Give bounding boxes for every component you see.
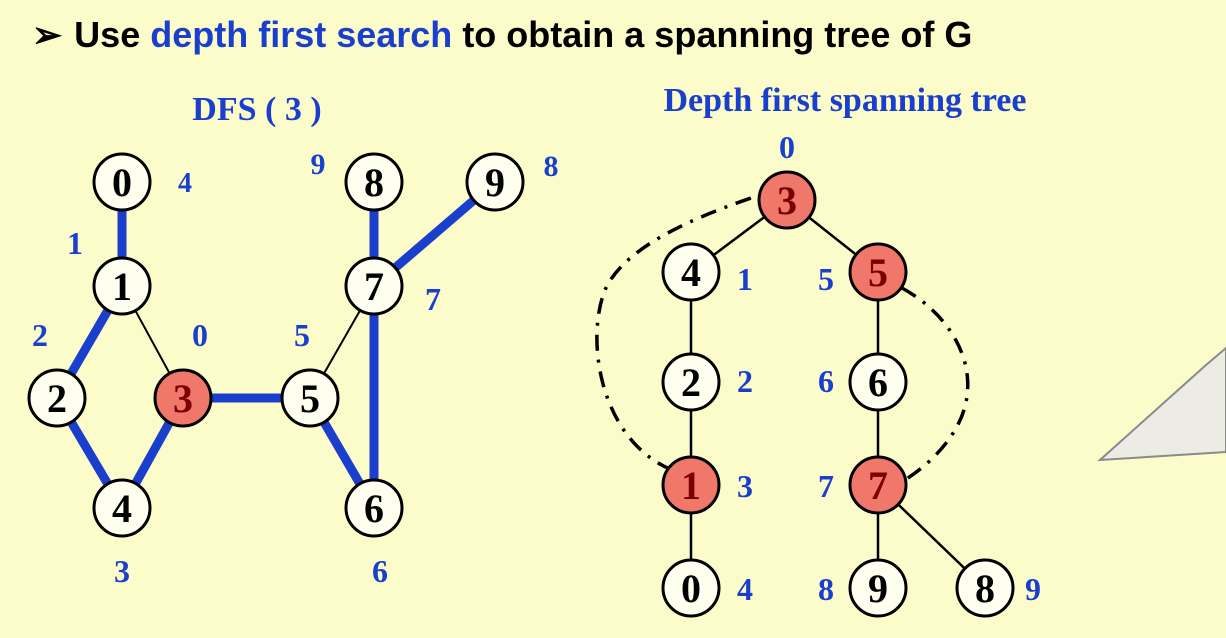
graph-visit-order-label: 1 <box>67 225 83 261</box>
graph-node-0: 0 <box>92 152 152 212</box>
tree-visit-order-label: 4 <box>737 571 753 607</box>
tree-node-circle <box>848 558 908 618</box>
graph-node-label: 5 <box>300 376 320 421</box>
tree-visit-order-label: 1 <box>737 261 753 297</box>
graph-node-4: 4 <box>92 478 152 538</box>
tree-node-0: 0 <box>661 558 721 618</box>
tree-visit-order-label: 0 <box>779 129 795 165</box>
graph-node-circle <box>92 256 152 316</box>
tree-node-label: 1 <box>681 463 701 508</box>
graph-node-label: 4 <box>112 486 132 531</box>
tree-node-label: 7 <box>868 463 888 508</box>
graph-node-circle <box>92 478 152 538</box>
heading-prefix: Use <box>74 14 151 55</box>
graph-node-6: 6 <box>344 478 404 538</box>
graph-node-circle <box>344 256 404 316</box>
graph-visit-order-label: 7 <box>425 281 441 317</box>
tree-node-2: 2 <box>661 352 721 412</box>
tree-visit-order-label: 3 <box>737 468 753 504</box>
tree-node-circle <box>757 170 817 230</box>
graph-node-label: 9 <box>485 160 505 205</box>
tree-node-circle <box>661 558 721 618</box>
tree-node-8: 8 <box>955 558 1015 618</box>
graph-node-7: 7 <box>344 256 404 316</box>
tree-visit-order-label: 6 <box>818 363 834 399</box>
graph-node-1: 1 <box>92 256 152 316</box>
graph-node-circle <box>92 152 152 212</box>
heading-keyword: depth first search <box>150 14 453 55</box>
graph-visit-order-label: 0 <box>192 317 208 353</box>
tree-node-circle <box>955 558 1015 618</box>
tree-visit-order-label: 2 <box>737 363 753 399</box>
graph-node-label: 7 <box>364 264 384 309</box>
graph-node-8: 8 <box>344 152 404 212</box>
heading-suffix: to obtain a spanning tree of G <box>452 14 973 55</box>
tree-node-label: 8 <box>975 566 995 611</box>
graph-node-9: 9 <box>465 152 525 212</box>
tree-node-6: 6 <box>848 352 908 412</box>
tree-node-4: 4 <box>661 242 721 302</box>
graph-node-label: 1 <box>112 264 132 309</box>
back-edge-1-3 <box>595 193 761 472</box>
tree-visit-order-label: 7 <box>818 468 834 504</box>
tree-node-3: 3 <box>757 170 817 230</box>
tree-node-label: 0 <box>681 566 701 611</box>
tree-visit-order-label: 5 <box>818 261 834 297</box>
right-diagram-title: Depth first spanning tree <box>664 82 1027 119</box>
bullet-arrow-icon: ➢ <box>32 14 63 55</box>
graph-node-circle <box>280 368 340 428</box>
graph-node-circle <box>344 478 404 538</box>
tree-node-label: 9 <box>868 566 888 611</box>
graph-node-circle <box>27 368 87 428</box>
tree-node-circle <box>661 352 721 412</box>
tree-visit-order-label: 8 <box>818 571 834 607</box>
back-edge-5-7 <box>901 286 970 482</box>
left-diagram-title: DFS ( 3 ) <box>192 91 321 128</box>
tree-node-circle <box>661 242 721 302</box>
tree-node-circle <box>848 352 908 412</box>
tree-visit-order-label: 9 <box>1025 571 1041 607</box>
tree-node-1: 1 <box>661 455 721 515</box>
graph-visit-order-label: 9 <box>311 148 326 181</box>
tree-node-circle <box>848 455 908 515</box>
graph-node-label: 3 <box>173 376 193 421</box>
tree-node-7: 7 <box>848 455 908 515</box>
graph-node-label: 2 <box>47 376 67 421</box>
graph-node-2: 2 <box>27 368 87 428</box>
graph-node-label: 0 <box>112 160 132 205</box>
tree-node-label: 4 <box>681 250 701 295</box>
graph-visit-order-label: 4 <box>178 168 192 199</box>
graph-node-circle <box>465 152 525 212</box>
tree-node-label: 5 <box>868 250 888 295</box>
graph-visit-order-label: 8 <box>544 150 559 183</box>
slide-heading: ➢ Use depth first search to obtain a span… <box>32 14 972 56</box>
tree-node-label: 2 <box>681 360 701 405</box>
callout-pointer <box>1097 346 1226 462</box>
graph-node-label: 8 <box>364 160 384 205</box>
tree-node-circle <box>848 242 908 302</box>
tree-node-label: 6 <box>868 360 888 405</box>
graph-visit-order-label: 3 <box>114 553 130 589</box>
graph-node-label: 6 <box>364 486 384 531</box>
tree-node-5: 5 <box>848 242 908 302</box>
graph-visit-order-label: 2 <box>32 317 48 353</box>
tree-node-9: 9 <box>848 558 908 618</box>
graph-node-5: 5 <box>280 368 340 428</box>
graph-visit-order-label: 6 <box>372 553 388 589</box>
graph-node-3: 3 <box>153 368 213 428</box>
graph-visit-order-label: 5 <box>294 317 310 353</box>
graph-node-circle <box>153 368 213 428</box>
graph-node-circle <box>344 152 404 212</box>
tree-node-circle <box>661 455 721 515</box>
tree-node-label: 3 <box>777 178 797 223</box>
